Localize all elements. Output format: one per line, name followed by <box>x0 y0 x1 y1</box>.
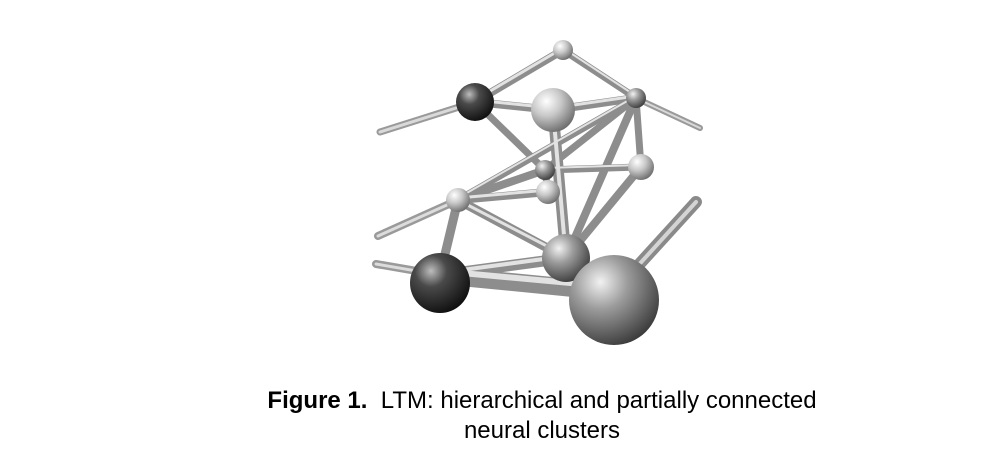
node-sphere <box>531 88 575 132</box>
caption-line-1: Figure 1. LTM: hierarchical and partiall… <box>0 386 990 416</box>
connection-rod <box>562 94 640 262</box>
node-sphere <box>628 154 654 180</box>
connection-rod <box>376 198 460 238</box>
caption-text-line-2: neural clusters <box>463 417 621 444</box>
connection-rod <box>559 46 640 102</box>
node-sphere <box>410 253 470 313</box>
node-sphere <box>446 188 470 212</box>
figure-caption: Figure 1. LTM: hierarchical and partiall… <box>0 386 990 446</box>
node-sphere <box>456 83 494 121</box>
connection-rod <box>454 94 640 204</box>
node-sphere <box>626 88 646 108</box>
node-sphere <box>569 255 659 345</box>
caption-text-line-1: LTM: hierarchical and partially connecte… <box>380 387 817 414</box>
node-sphere <box>536 180 560 204</box>
node-sphere <box>553 40 573 60</box>
node-sphere <box>542 234 590 282</box>
connection-rod <box>639 99 701 129</box>
connection-rod <box>541 163 645 174</box>
figure-label: Figure 1. <box>267 387 368 414</box>
node-sphere <box>535 160 555 180</box>
nodes <box>410 40 659 345</box>
connection-rod <box>454 188 552 204</box>
